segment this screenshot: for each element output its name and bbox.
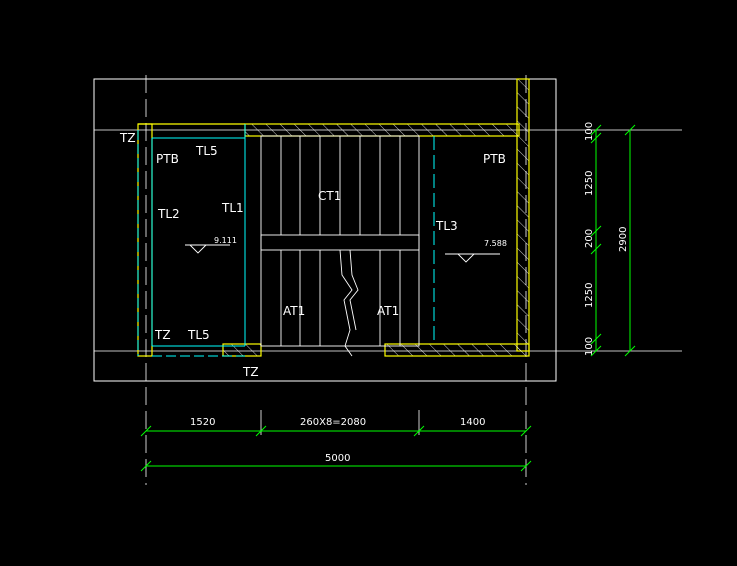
dim-right-4: 1250	[584, 283, 595, 308]
dim-right-5: 100	[584, 337, 595, 356]
dim-bottom-3: 1400	[460, 417, 485, 428]
label-tl3: TL3	[435, 219, 458, 233]
label-elev-left: 9.111	[214, 236, 237, 245]
stair-treads	[260, 135, 420, 357]
label-tl5-bottom: TL5	[187, 328, 210, 342]
dim-right-1: 100	[584, 122, 595, 141]
outer-frame	[93, 78, 557, 382]
right-wall	[222, 78, 530, 357]
label-tz-bottom: TZ	[242, 365, 259, 379]
dim-bottom-1: 1520	[190, 417, 215, 428]
beam-lines	[137, 124, 435, 357]
label-at1-left: AT1	[283, 304, 305, 318]
dim-right-3: 200	[584, 229, 595, 248]
label-ptb-left: PTB	[156, 152, 179, 166]
label-tz-top: TZ	[119, 131, 136, 145]
dim-right-total: 2900	[618, 227, 629, 252]
dim-total: 5000	[325, 453, 350, 464]
label-ct1: CT1	[318, 189, 341, 203]
label-tl1: TL1	[221, 201, 244, 215]
label-elev-right: 7.588	[484, 239, 507, 248]
label-ptb-right: PTB	[483, 152, 506, 166]
dim-right-2: 1250	[584, 171, 595, 196]
label-tl2: TL2	[157, 207, 180, 221]
dim-bottom-2: 260X8=2080	[300, 417, 366, 428]
bottom-dimensions	[140, 425, 532, 472]
label-tz-bottom-left: TZ	[154, 328, 171, 342]
label-at1-right: AT1	[377, 304, 399, 318]
label-tl5-top: TL5	[195, 144, 218, 158]
right-dimensions	[590, 124, 636, 357]
elevation-markers	[185, 244, 500, 263]
